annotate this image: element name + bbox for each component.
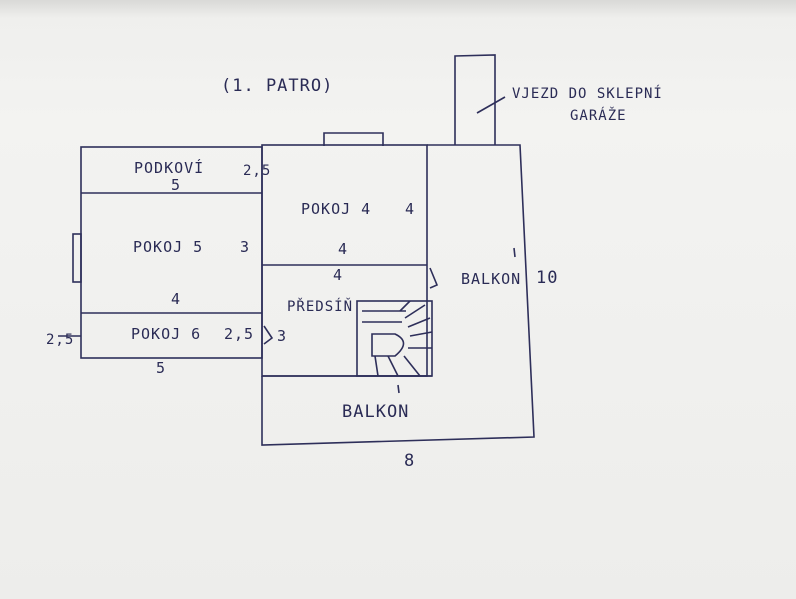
dim-pokoj5-depth: 3: [240, 238, 251, 256]
room-label-balkon-right: BALKON: [461, 270, 522, 288]
dim-pokoj4-depth: 4: [405, 200, 416, 218]
annotation-pointer: [476, 96, 506, 114]
door-mark-balkon: [429, 267, 439, 289]
annotation-line-1: VJEZD DO SKLEPNÍ: [512, 86, 663, 102]
door-mark-pokoj6: [263, 325, 274, 345]
dim-predsin-depth: 3: [277, 327, 288, 345]
staircase: [356, 300, 433, 377]
dim-podkovi-depth: 2,5: [243, 163, 272, 179]
dim-balkon-right-length: 10: [536, 268, 559, 288]
dim-predsin-width: 4: [333, 266, 344, 284]
dim-balkon-bottom-length: 8: [404, 451, 416, 471]
dim-pokoj6-side: 2,5: [46, 332, 75, 348]
room-label-pokoj5: POKOJ 5: [133, 238, 204, 256]
room-label-pokoj4: POKOJ 4: [301, 200, 372, 218]
stair-landing: [371, 333, 405, 357]
room-label-podkovi: PODKOVÍ: [134, 159, 205, 177]
page-title: (1. PATRO): [221, 76, 334, 96]
balkon-outline: [261, 144, 535, 446]
dim-pokoj6-width: 5: [156, 359, 167, 377]
left-window: [72, 233, 82, 283]
dim-pokoj4-width: 4: [338, 240, 349, 258]
room-label-pokoj6: POKOJ 6: [131, 325, 202, 343]
top-wall-feature: [323, 132, 384, 146]
dim-podkovi-width: 5: [171, 176, 182, 194]
dim-pokoj6-depth: 2,5: [224, 325, 255, 343]
chimney-outline: [454, 54, 496, 145]
annotation-line-2: GARÁŽE: [570, 108, 627, 124]
dim-pokoj5-width: 4: [171, 290, 182, 308]
room-label-balkon-bottom: BALKON: [342, 402, 410, 422]
room-label-predsin: PŘEDSÍŇ: [287, 299, 354, 315]
